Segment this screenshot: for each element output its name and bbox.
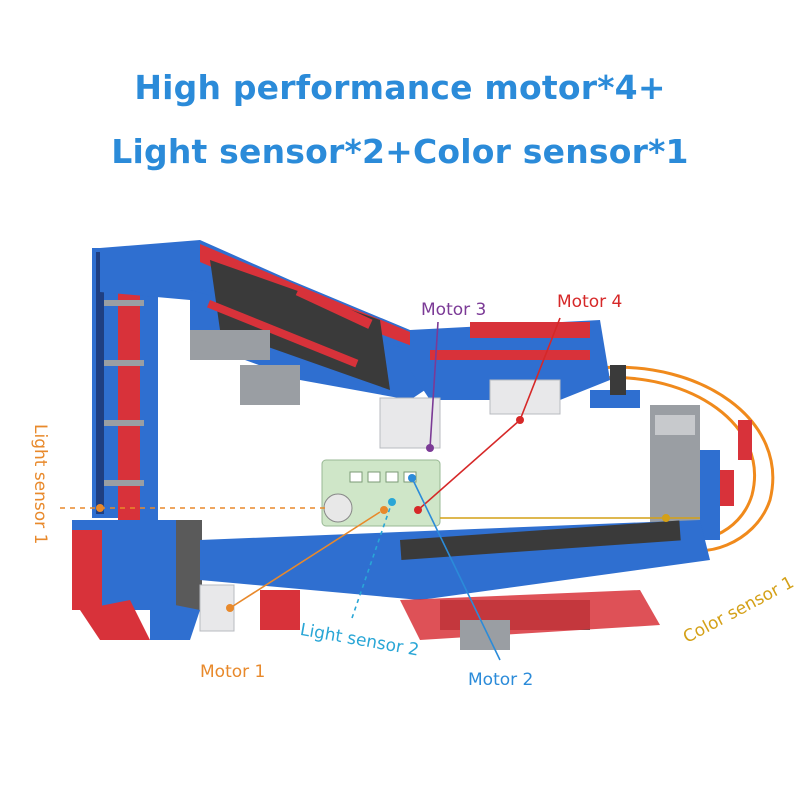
label-light-sensor-1: Light sensor 1 — [30, 424, 50, 545]
leader-motor-1 — [229, 511, 381, 609]
upper-arm — [100, 240, 440, 405]
leader-motor-4-upper — [519, 317, 561, 421]
callout-dots — [96, 416, 670, 612]
label-motor-4: Motor 4 — [557, 292, 623, 312]
leader-motor-3 — [429, 321, 439, 449]
lower-rail — [200, 520, 710, 650]
label-motor-3: Motor 3 — [421, 300, 487, 320]
label-motor-2: Motor 2 — [468, 670, 534, 690]
leader-motor-4-lower — [417, 419, 521, 511]
headline-line-2: Light sensor*2+Color sensor*1 — [111, 132, 689, 171]
base-left — [72, 520, 235, 640]
gripper-head — [379, 320, 640, 449]
headline-line-1: High performance motor*4+ — [134, 68, 666, 107]
leader-motor-2 — [411, 477, 501, 661]
controller-hub — [321, 459, 441, 527]
label-motor-1: Motor 1 — [200, 662, 266, 682]
callout-lines — [60, 317, 700, 661]
right-column — [650, 405, 752, 540]
